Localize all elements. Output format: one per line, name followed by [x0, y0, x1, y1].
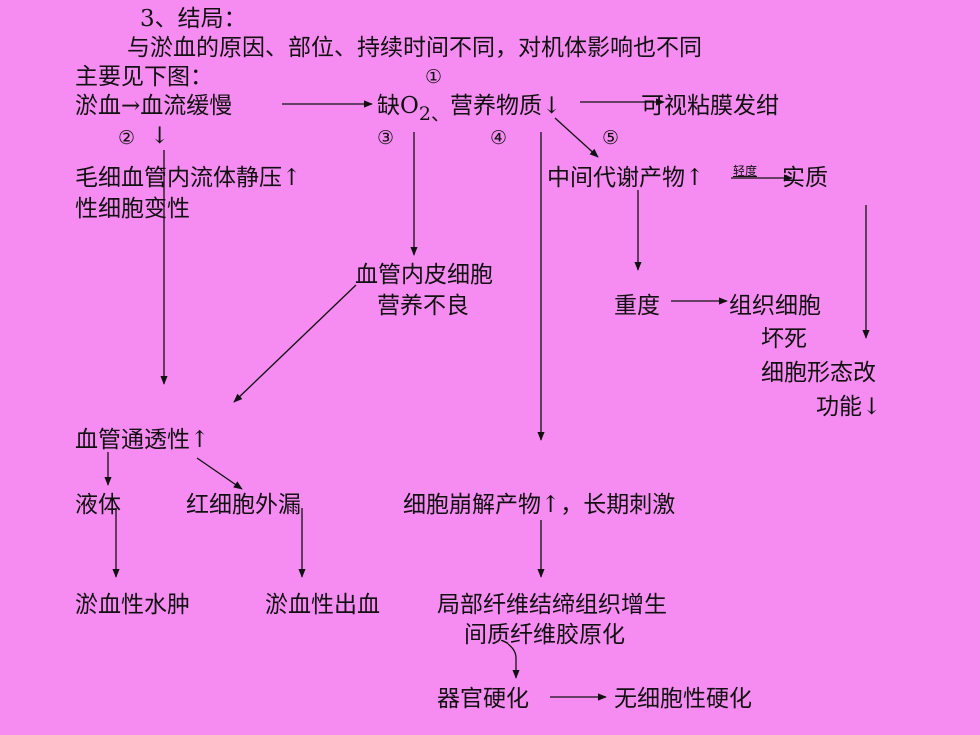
node-endothelium-line1: 血管内皮细胞 — [355, 262, 493, 288]
marker-4: ④ — [490, 127, 508, 149]
node-metabolites: 中间代谢产物↑ — [547, 165, 705, 191]
node-fluid: 液体 — [75, 492, 121, 518]
node-fibrosis-line2: 间质纤维胶原化 — [464, 622, 625, 648]
node-permeability: 血管通透性↑ — [75, 427, 210, 453]
node-congestion-slow: 淤血→血流缓慢 — [75, 93, 233, 119]
node-hemorrhage: 淤血性出血 — [265, 592, 380, 618]
node-tissue-line2: 坏死 — [761, 326, 807, 352]
node-breakdown: 细胞崩解产物↑，长期刺激 — [403, 492, 676, 518]
marker-2: ② — [118, 127, 136, 149]
node-severe: 重度 — [614, 293, 660, 319]
node-endothelium-line2: 营养不良 — [377, 293, 469, 319]
node-cyanosis: 可视粘膜发绀 — [641, 93, 779, 119]
hypoxia-left-text: 缺O — [377, 93, 419, 119]
marker-5: ⑤ — [602, 127, 620, 149]
node-tissue-line1: 组织细胞 — [729, 293, 821, 319]
intro-text: 与淤血的原因、部位、持续时间不同，对机体影响也不同 — [127, 35, 702, 61]
node-hypoxia: 缺O2、营养物质↓ — [377, 93, 562, 125]
arrow-endothelium-to-permeability — [233, 284, 357, 403]
slide-heading: 3、结局： — [140, 6, 247, 32]
arrow-to-rbc — [196, 457, 243, 490]
see-figure-text: 主要见下图： — [75, 64, 213, 90]
node-morph-line1: 细胞形态改 — [761, 360, 876, 386]
hypoxia-right-text: 营养物质↓ — [449, 93, 562, 119]
node-fibrosis-line1: 局部纤维结缔组织增生 — [437, 592, 667, 618]
node-edema: 淤血性水肿 — [75, 592, 190, 618]
arrow-to-metabolites — [554, 117, 599, 158]
marker-1: ① — [425, 66, 443, 88]
down-arrow-char: ↓ — [150, 123, 170, 149]
node-rbc-leak: 红细胞外漏 — [186, 492, 301, 518]
node-capillary-pressure: 毛细血管内流体静压↑ — [75, 165, 302, 191]
node-organ-hardening: 器官硬化 — [437, 686, 529, 712]
node-morph-line2: 功能↓ — [816, 394, 882, 420]
arrow-fibrosis-to-hardening — [507, 643, 520, 679]
label-mild: 轻度 — [733, 164, 758, 178]
node-cell-degeneration: 性细胞变性 — [75, 196, 190, 222]
node-acellular-sclerosis: 无细胞性硬化 — [614, 686, 752, 712]
node-parenchyma: 实质 — [782, 165, 828, 191]
o2-subscript: 2、 — [418, 103, 450, 125]
marker-3: ③ — [377, 127, 395, 149]
